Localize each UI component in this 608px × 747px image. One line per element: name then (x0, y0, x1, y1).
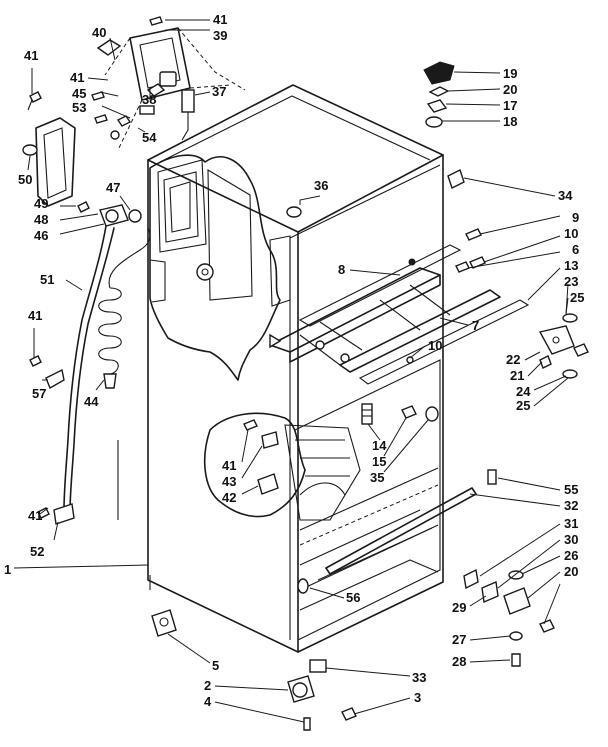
callout-7: 7 (472, 318, 479, 333)
callout-18: 18 (503, 114, 517, 129)
callout-47: 47 (106, 180, 120, 195)
right-top-parts (286, 61, 486, 273)
callout-45: 45 (72, 86, 86, 101)
callout-51: 51 (40, 272, 54, 287)
callout-33: 33 (412, 670, 426, 685)
callout-23: 23 (564, 274, 578, 289)
callout-6: 6 (572, 242, 579, 257)
callout-54: 54 (142, 130, 157, 145)
callout-53: 53 (72, 100, 86, 115)
callout-10: 10 (564, 226, 578, 241)
callout-25: 25 (570, 290, 584, 305)
callout-34: 34 (558, 188, 573, 203)
shelf-support-assembly (269, 244, 530, 385)
callout-32: 32 (564, 498, 578, 513)
callout-44: 44 (84, 394, 99, 409)
callout-14: 14 (372, 438, 387, 453)
callout-41: 41 (222, 458, 236, 473)
callout-5: 5 (212, 658, 219, 673)
callout-22: 22 (506, 352, 520, 367)
callout-52: 52 (30, 544, 44, 559)
callout-50: 50 (18, 172, 32, 187)
callout-20: 20 (564, 564, 578, 579)
callout-41: 41 (24, 48, 38, 63)
callout-35: 35 (370, 470, 384, 485)
control-bracket-parts (91, 16, 246, 151)
callout-56: 56 (346, 590, 360, 605)
callout-13: 13 (564, 258, 578, 273)
callout-17: 17 (503, 98, 517, 113)
center-lower-parts (243, 403, 439, 495)
callout-1: 1 (4, 562, 11, 577)
callout-20: 20 (503, 82, 517, 97)
right-mid-hinge-parts (538, 313, 589, 379)
callout-8: 8 (338, 262, 345, 277)
callout-40: 40 (92, 25, 106, 40)
callout-30: 30 (564, 532, 578, 547)
callout-10: 10 (428, 338, 442, 353)
callout-21: 21 (510, 368, 524, 383)
callout-41: 41 (28, 308, 42, 323)
callout-38: 38 (142, 92, 156, 107)
callout-29: 29 (452, 600, 466, 615)
callout-27: 27 (452, 632, 466, 647)
callout-41: 41 (28, 508, 42, 523)
callout-41: 41 (213, 12, 227, 27)
callout-leader-lines (13, 19, 569, 723)
left-side-parts (22, 91, 151, 525)
callout-4: 4 (204, 694, 212, 709)
callout-41: 41 (70, 70, 84, 85)
callout-37: 37 (212, 84, 226, 99)
callout-19: 19 (503, 66, 517, 81)
callout-25: 25 (516, 398, 530, 413)
callout-42: 42 (222, 490, 236, 505)
cabinet-body (117, 84, 444, 653)
callout-49: 49 (34, 196, 48, 211)
callout-28: 28 (452, 654, 466, 669)
callout-46: 46 (34, 228, 48, 243)
callout-31: 31 (564, 516, 578, 531)
callout-9: 9 (572, 210, 579, 225)
callout-15: 15 (372, 454, 386, 469)
callout-57: 57 (32, 386, 46, 401)
callout-26: 26 (564, 548, 578, 563)
callout-3: 3 (414, 690, 421, 705)
callout-2: 2 (204, 678, 211, 693)
cutaway-lower (203, 412, 361, 521)
lower-right-parts (297, 469, 555, 673)
callout-39: 39 (213, 28, 227, 43)
callout-43: 43 (222, 474, 236, 489)
callout-48: 48 (34, 212, 48, 227)
callout-24: 24 (516, 384, 531, 399)
bottom-roller-parts (151, 609, 357, 731)
cutaway-upper (149, 154, 291, 381)
callout-55: 55 (564, 482, 578, 497)
callout-36: 36 (314, 178, 328, 193)
callout-labels: 41 39 40 41 45 53 38 37 54 41 50 47 49 4… (4, 12, 584, 709)
